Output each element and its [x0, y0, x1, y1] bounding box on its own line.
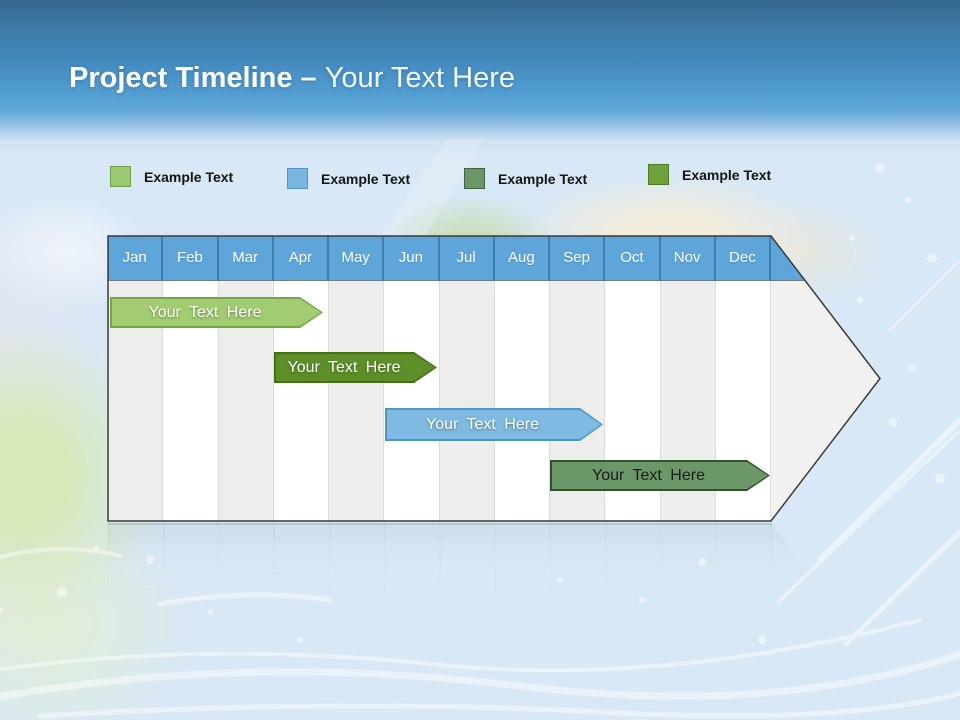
legend-item-4: Example Text: [648, 164, 771, 185]
page-title: Project Timeline – Your Text Here: [69, 62, 515, 95]
month-cell-may: May: [329, 236, 385, 281]
legend-item-3: Example Text: [464, 168, 587, 189]
month-cell-jan: Jan: [108, 236, 164, 281]
legend-swatch-light-green: [110, 166, 131, 187]
column-stripe: [384, 281, 440, 521]
legend-swatch-dark-green: [648, 164, 669, 185]
legend-label: Example Text: [321, 170, 411, 187]
column-stripe: [329, 281, 385, 521]
timeline-bar-3: Your Text Here: [385, 408, 603, 441]
month-cell-oct: Oct: [605, 236, 661, 281]
timeline-bar-1: Your Text Here: [110, 297, 323, 328]
timeline-bar-2: Your Text Here: [274, 352, 437, 383]
timeline-bar-fill: [276, 354, 435, 381]
month-header-row: Jan Feb Mar Apr May Jun Jul Aug Sep Oct …: [108, 236, 771, 281]
month-cell-feb: Feb: [163, 236, 219, 281]
timeline-chart: Jan Feb Mar Apr May Jun Jul Aug Sep Oct …: [107, 235, 882, 522]
month-cell-jun: Jun: [384, 236, 440, 281]
column-stripe: [494, 281, 550, 521]
month-cell-jul: Jul: [440, 236, 495, 281]
month-header-band: Jan Feb Mar Apr May Jun Jul Aug Sep Oct …: [108, 236, 838, 281]
legend-swatch-sage-green: [464, 168, 485, 189]
legend-swatch-blue: [287, 168, 308, 189]
legend-label: Example Text: [682, 166, 772, 183]
month-cell-sep: Sep: [550, 236, 606, 281]
month-cell-nov: Nov: [661, 236, 716, 281]
month-cell-apr: Apr: [274, 236, 329, 281]
timeline-bar-label: Your Text Here: [592, 466, 705, 484]
timeline-bar-4: Your Text Here: [550, 460, 770, 491]
legend-label: Example Text: [144, 168, 234, 185]
column-stripe: [439, 281, 495, 521]
timeline-bar-label: Your Text Here: [148, 303, 262, 321]
title-main: Project Timeline: [69, 62, 293, 94]
title-dash: –: [292, 62, 325, 94]
timeline-bar-fill: [387, 410, 601, 439]
month-cell-mar: Mar: [219, 236, 274, 281]
legend-label: Example Text: [498, 170, 588, 187]
title-subtitle: Your Text Here: [324, 62, 515, 94]
month-cell-dec: Dec: [716, 236, 771, 281]
timeline-bar-label: Your Text Here: [426, 415, 539, 433]
legend-item-1: Example Text: [110, 166, 233, 187]
legend-item-2: Example Text: [287, 168, 410, 189]
table-reflection: [108, 523, 880, 673]
month-cell-aug: Aug: [495, 236, 550, 281]
timeline-bar-label: Your Text Here: [287, 358, 401, 376]
timeline-bar-fill: [552, 462, 768, 489]
timeline-bar-fill: [112, 299, 321, 326]
